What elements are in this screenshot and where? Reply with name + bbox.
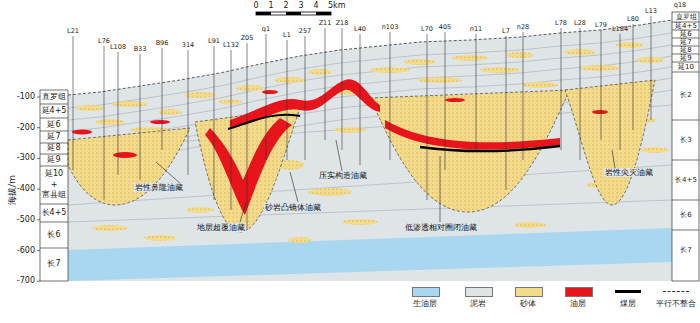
well-name: 257	[299, 28, 311, 35]
axis-tick: -300	[17, 154, 35, 163]
well-name: L40	[354, 26, 366, 33]
strata-name: 延10	[678, 63, 694, 71]
well-name: L91	[208, 38, 220, 45]
strata-name: 延10	[45, 169, 63, 178]
well-name: 314	[182, 42, 194, 49]
legend-label: 煤层	[620, 299, 636, 308]
strata-name: 延4+5	[42, 106, 67, 115]
axis-tick: -400	[17, 185, 35, 194]
scale-label: 5km	[328, 1, 346, 10]
well-name: q1	[262, 26, 270, 33]
well-name: B33	[134, 46, 147, 53]
reservoir-label: 低渗透相对圈闭油藏	[404, 223, 478, 232]
well-name: Z05	[241, 35, 254, 42]
strata-name: 延9	[680, 54, 691, 62]
well-name: L79	[595, 22, 607, 29]
strata-name: 延6	[47, 120, 60, 129]
scale-label: 4	[313, 1, 318, 10]
sand-valleys	[68, 80, 655, 232]
legend-swatch	[663, 291, 689, 292]
well-name: n103	[382, 24, 399, 31]
well-name: n11	[470, 26, 482, 33]
strata-name: +	[51, 180, 58, 189]
scale-label: 0	[253, 1, 258, 10]
well-name: L7	[502, 28, 510, 35]
axis-tick: -100	[17, 92, 35, 101]
axis-title: 海拔/m	[7, 175, 17, 205]
legend-label: 生油层	[413, 299, 437, 308]
well-name: L21	[67, 28, 79, 35]
strata-name: 延4+5	[675, 22, 697, 30]
well-name: L108	[110, 44, 126, 51]
strata-name: 长4+5	[675, 176, 697, 184]
reservoir-label: 岩性鼻隆油藏	[134, 183, 184, 192]
strata-name: 延8	[47, 143, 60, 152]
well-name: L1	[283, 32, 291, 39]
reservoir-label: 地层超覆油藏	[196, 223, 246, 232]
strata-name: 长6	[680, 211, 691, 219]
scale-label: 1	[268, 1, 273, 10]
scale-label: 2	[283, 1, 288, 10]
legend-swatch	[515, 287, 543, 297]
coal-seams	[228, 115, 560, 151]
strata-name: 直罗组	[42, 92, 66, 101]
strata-name: 长7	[680, 246, 691, 254]
strata-name: 长4+5	[42, 208, 67, 217]
strata-name: 长2	[680, 91, 691, 99]
strata-name: 延6	[680, 30, 691, 38]
reservoir-label: 岩性尖灭油藏	[604, 168, 654, 177]
well-name: L184	[612, 26, 628, 33]
reservoir-label: 压实构造油藏	[318, 171, 368, 180]
legend-label: 平行不整合	[656, 299, 696, 308]
well-name: L13	[645, 8, 657, 15]
well-lines	[73, 16, 651, 230]
strata-column	[37, 12, 699, 281]
well-name: L70	[421, 26, 433, 33]
axis-tick: -200	[17, 123, 35, 132]
strata-name: 延9	[47, 155, 60, 164]
well-name: Z11	[319, 20, 332, 27]
well-name: 405	[439, 24, 451, 31]
well-name: n28	[517, 24, 529, 31]
strata-name: 长7	[47, 259, 60, 268]
reservoir-label: 砂岩凸镜体油藏	[264, 203, 322, 212]
legend-swatch	[465, 287, 493, 297]
axis-tick: -600	[17, 246, 35, 255]
axis-tick: -500	[17, 215, 35, 224]
legend-swatch	[615, 290, 641, 293]
leader-lines	[156, 140, 615, 222]
scale-label: 3	[298, 1, 303, 10]
well-name: L76	[98, 38, 110, 45]
strata-name: 延7	[47, 132, 60, 141]
strata-name: 延8	[680, 46, 691, 54]
mudstone	[68, 20, 672, 281]
axis-tick: -700	[17, 277, 35, 286]
legend-label: 油层	[570, 299, 586, 308]
source-rock	[68, 228, 672, 281]
well-name: B96	[156, 40, 169, 47]
legend-swatch	[565, 287, 593, 297]
legend-label: 砂体	[520, 299, 536, 308]
well-name: L78	[555, 20, 567, 27]
legend-swatch	[412, 287, 440, 297]
strata-name: 长6	[47, 230, 60, 239]
well-name: q18	[674, 2, 686, 9]
strata-name: 富县组	[42, 190, 66, 199]
strata-name: 延7	[680, 38, 691, 46]
well-name: Z18	[336, 20, 349, 27]
well-name: L28	[574, 20, 586, 27]
oil-layers	[72, 79, 608, 215]
strata-name: 长3	[680, 136, 691, 144]
well-name: L132	[223, 42, 239, 49]
well-name: L80	[627, 16, 639, 23]
layer-lines	[68, 33, 672, 222]
scale-bar	[256, 12, 331, 15]
strata-name: 直罗组	[676, 13, 697, 21]
legend-label: 泥岩	[470, 299, 486, 308]
unconformity	[68, 20, 672, 95]
